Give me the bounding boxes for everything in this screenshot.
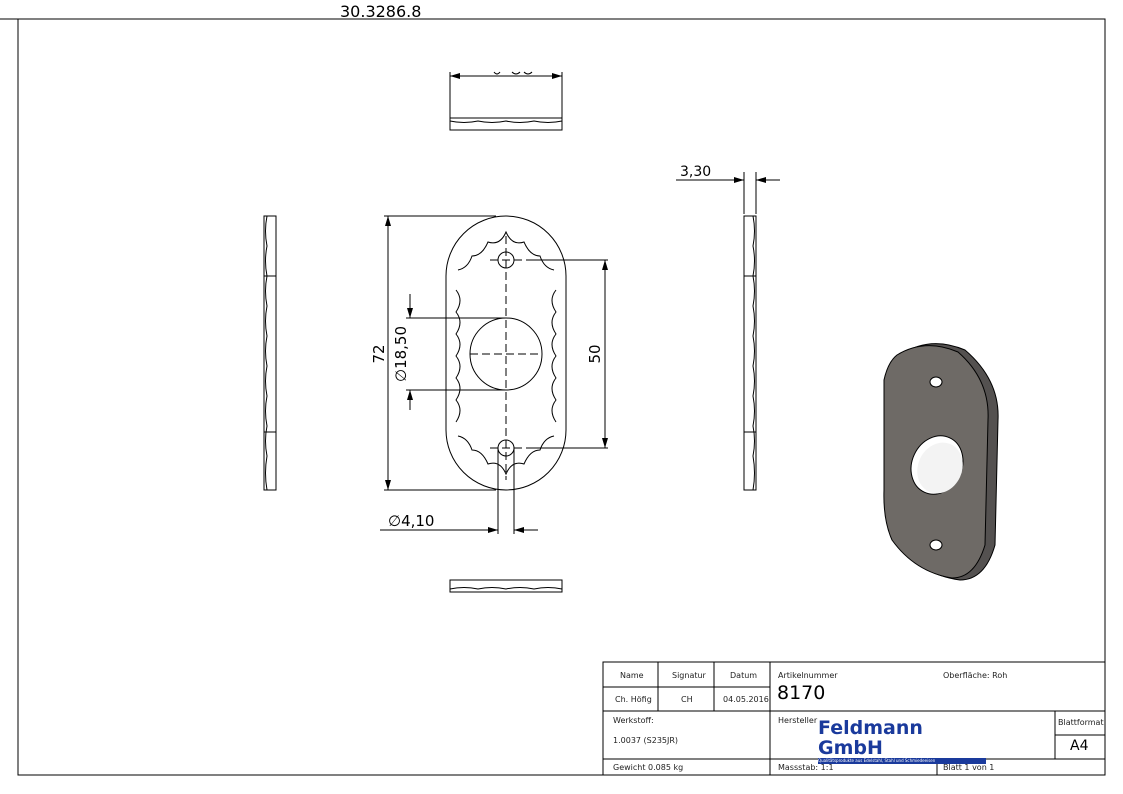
bottom-view — [449, 579, 563, 593]
drawing-frame — [17, 18, 1106, 776]
sheet-format-label: Blattformat — [1058, 718, 1104, 727]
name-label: Name — [620, 671, 644, 680]
isometric-render — [883, 343, 999, 581]
drawing-date: 04.05.2016 — [723, 695, 769, 704]
logo-text: Feldmann GmbH — [818, 717, 923, 759]
feldmann-logo: Feldmann GmbH Qualitätsprodukte aus Edel… — [818, 718, 986, 764]
sheet-format: A4 — [1070, 738, 1089, 754]
small-hole-dimension: ∅4,10 — [388, 512, 434, 530]
article-label: Artikelnummer — [778, 671, 838, 680]
signature-label: Signatur — [672, 671, 706, 680]
material-value: 1.0037 (S235JR) — [613, 736, 679, 745]
sheet-number: Blatt 1 von 1 — [943, 763, 995, 772]
material-label: Werkstoff: — [613, 716, 654, 725]
drafter-signature: CH — [681, 695, 693, 704]
length-dimension: 72 — [370, 344, 388, 363]
right-side-view — [676, 172, 780, 491]
hole-spacing-dimension: 50 — [586, 344, 604, 363]
center-hole-dimension: ∅18,50 — [392, 326, 410, 382]
manufacturer-label: Hersteller — [778, 716, 818, 725]
date-label: Datum — [730, 671, 758, 680]
surface-finish: Oberfläche: Roh — [943, 671, 1008, 680]
scale: Massstab: 1:1 — [778, 763, 834, 772]
logo-tagline: Qualitätsprodukte aus Edelstahl, Stahl u… — [818, 758, 986, 764]
thickness-dimension: 3,30 — [680, 164, 711, 180]
weight: Gewicht 0.085 kg — [613, 763, 684, 772]
article-number: 8170 — [777, 682, 826, 704]
front-view — [380, 215, 608, 534]
drawing-number: 30.3286.8 — [340, 2, 421, 21]
left-side-view — [263, 215, 277, 491]
drafter-name: Ch. Höfig — [615, 695, 652, 704]
top-view — [449, 71, 563, 131]
